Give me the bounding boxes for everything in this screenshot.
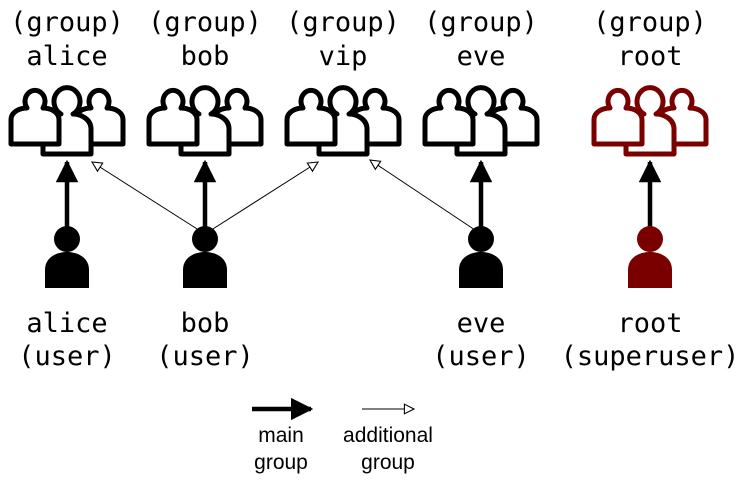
- user-bob-role: (user): [156, 341, 254, 372]
- user-root-name: root: [617, 308, 682, 339]
- user-icon: [459, 226, 503, 288]
- group-root-name: root: [617, 41, 682, 72]
- legend-main-label-line1: main: [258, 424, 304, 447]
- additional-group-arrow: [204, 161, 320, 235]
- user-icon: [183, 226, 227, 288]
- group-eve-tag: (group): [424, 7, 538, 38]
- group-alice-name: alice: [26, 41, 107, 72]
- group-alice-tag: (group): [10, 7, 124, 38]
- user-eve-name: eve: [457, 308, 506, 339]
- group-bob-name: bob: [181, 41, 230, 72]
- user-eve: eve (user): [432, 226, 530, 372]
- group-icon: [425, 88, 537, 154]
- group-vip: (group) vip: [286, 7, 400, 154]
- group-alice: (group) alice: [10, 7, 124, 154]
- user-root: root (superuser): [561, 226, 740, 372]
- user-icon: [628, 226, 672, 288]
- group-root: (group) root: [593, 7, 707, 154]
- legend: main group additional group: [252, 397, 433, 474]
- user-alice-name: alice: [26, 308, 107, 339]
- group-bob: (group) bob: [148, 7, 262, 154]
- group-vip-tag: (group): [286, 7, 400, 38]
- group-bob-tag: (group): [148, 7, 262, 38]
- group-icon: [149, 88, 261, 154]
- group-icon: [594, 88, 706, 154]
- group-eve: (group) eve: [424, 7, 538, 154]
- user-alice-role: (user): [18, 341, 116, 372]
- user-bob-name: bob: [181, 308, 230, 339]
- user-bob: bob (user): [156, 226, 254, 372]
- group-root-tag: (group): [593, 7, 707, 38]
- group-icon: [11, 88, 123, 154]
- user-alice: alice (user): [18, 226, 116, 372]
- legend-main-label-line2: group: [254, 451, 308, 474]
- group-vip-name: vip: [319, 41, 368, 72]
- legend-additional-label-line2: group: [361, 451, 415, 474]
- user-root-role: (superuser): [561, 341, 740, 372]
- additional-group-arrow: [368, 159, 482, 235]
- group-icon: [287, 88, 399, 154]
- user-icon: [45, 226, 89, 288]
- user-eve-role: (user): [432, 341, 530, 372]
- additional-group-arrow: [90, 161, 206, 235]
- legend-additional-label-line1: additional: [343, 424, 433, 447]
- group-eve-name: eve: [457, 41, 506, 72]
